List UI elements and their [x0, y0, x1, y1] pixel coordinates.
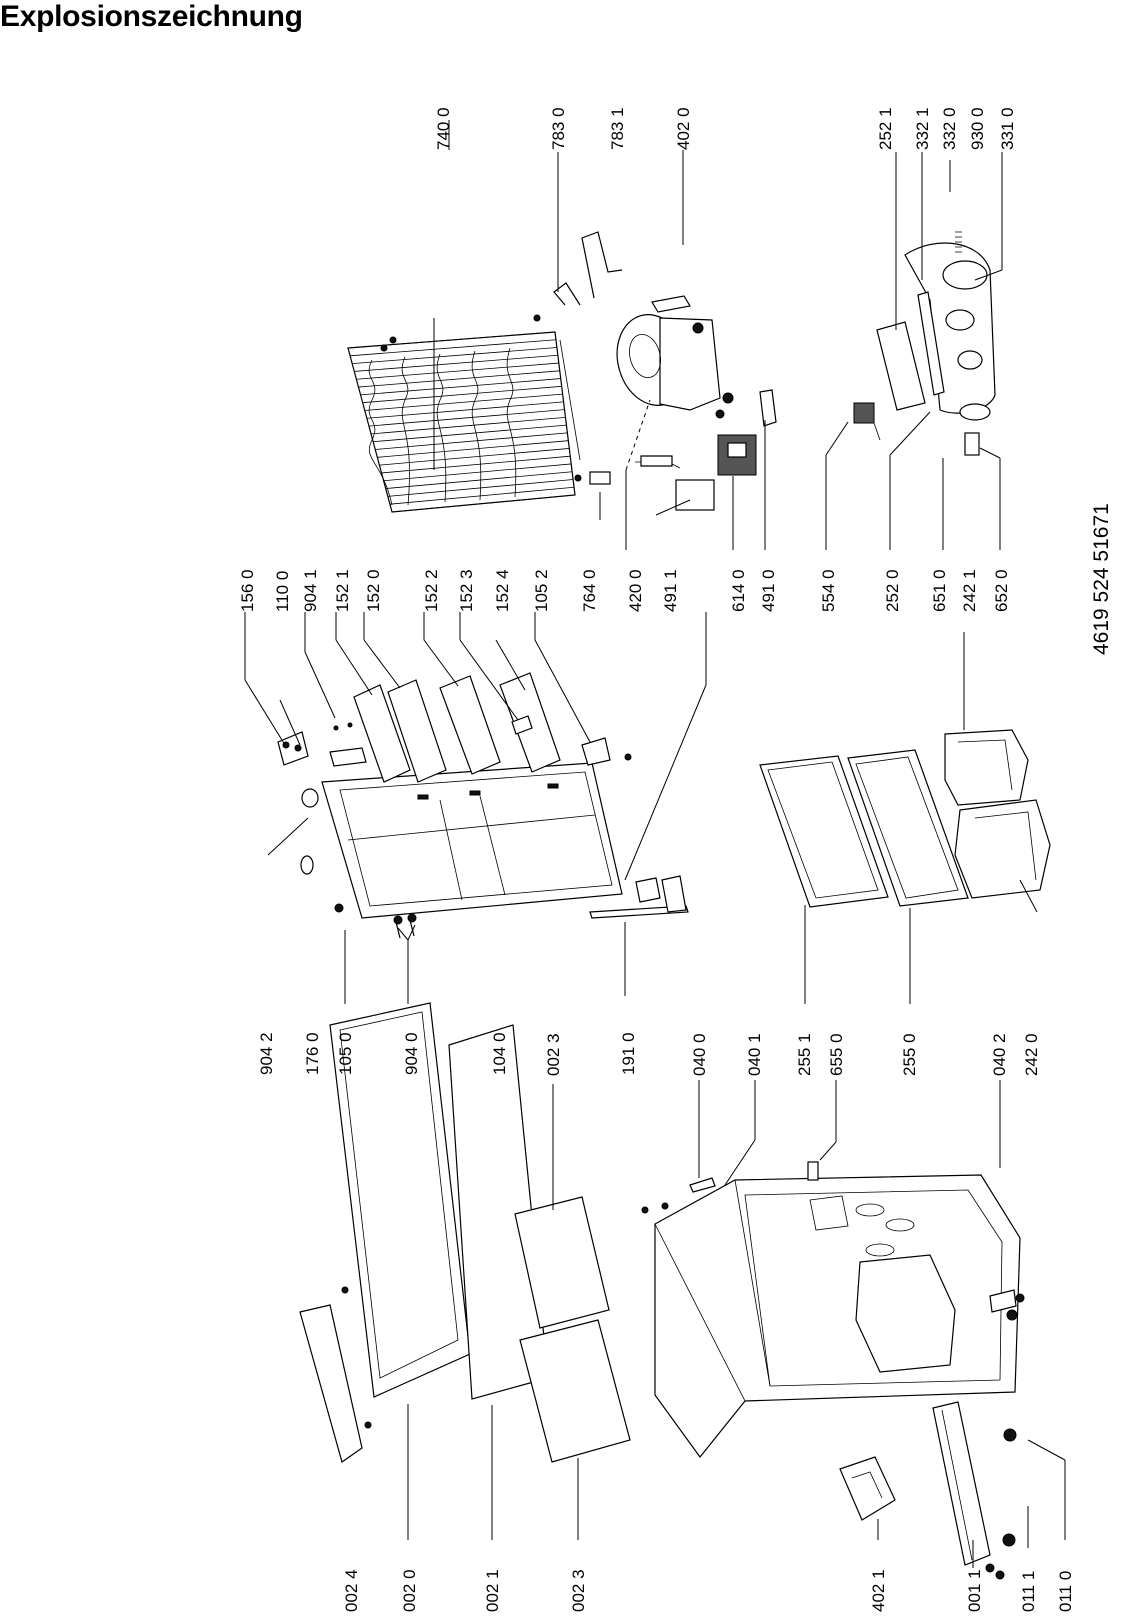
condenser-wire: [379, 448, 570, 466]
label-001-1: 001 1: [965, 1569, 984, 1612]
label-783-1: 783 1: [608, 107, 627, 150]
label-002-0: 002 0: [400, 1569, 419, 1612]
label-152-1: 152 1: [333, 569, 352, 612]
label-105-2: 105 2: [532, 569, 551, 612]
condenser-wire: [366, 401, 564, 419]
label-152-4: 152 4: [493, 569, 512, 612]
condenser-wire: [373, 424, 567, 443]
label-255-0: 255 0: [900, 1033, 919, 1076]
label-402-0: 402 0: [674, 107, 693, 150]
door-panel-part: [321, 762, 623, 939]
door-gasket-part: [589, 875, 689, 919]
condenser-wire: [383, 463, 572, 482]
condenser-wire: [389, 486, 575, 505]
label-904-1: 904 1: [301, 569, 320, 612]
condenser-wire: [385, 471, 573, 489]
pipe-hook-parts: [533, 231, 623, 322]
top-cover-part: [299, 1002, 631, 1463]
label-252-0: 252 0: [883, 569, 902, 612]
label-156-0: 156 0: [238, 569, 257, 612]
label-904-0: 904 0: [402, 1032, 421, 1075]
door-shelves: [277, 672, 632, 875]
label-002-3a: 002 3: [544, 1033, 563, 1076]
label-040-1: 040 1: [745, 1033, 764, 1076]
condenser-wire: [368, 409, 565, 427]
label-764-0: 764 0: [580, 569, 599, 612]
label-402-1: 402 1: [869, 1569, 888, 1612]
starter-relay-part: [635, 389, 777, 511]
label-110-0: 110 0: [273, 571, 292, 612]
condenser-wire: [381, 455, 571, 474]
label-651-0: 651 0: [930, 569, 949, 612]
label-491-0: 491 0: [759, 569, 778, 612]
label-331-0: 331 0: [998, 107, 1017, 150]
label-011-1: 011 1: [1019, 1571, 1038, 1612]
part-labels: 740 0 783 0 783 1 402 0 252 1 332 1 332 …: [238, 107, 1075, 1612]
label-652-0: 652 0: [992, 569, 1011, 612]
label-783-0: 783 0: [549, 107, 568, 150]
label-002-1: 002 1: [483, 1569, 502, 1612]
label-040-0: 040 0: [690, 1033, 709, 1076]
label-002-3b: 002 3: [569, 1569, 588, 1612]
label-332-1: 332 1: [913, 107, 932, 150]
label-011-0: 011 0: [1056, 1571, 1075, 1612]
condenser-wire: [362, 385, 562, 404]
label-332-0: 332 0: [940, 107, 959, 150]
condenser-wire: [375, 432, 568, 450]
label-614-0: 614 0: [729, 569, 748, 612]
label-152-0: 152 0: [364, 569, 383, 612]
label-104-0: 104 0: [490, 1032, 509, 1075]
condenser-wire: [350, 339, 556, 357]
condenser-part: [347, 331, 611, 513]
leader-lines: [244, 120, 1066, 1568]
condenser-wire: [371, 416, 566, 435]
condenser-wire: [360, 378, 561, 396]
label-176-0: 176 0: [303, 1032, 322, 1075]
label-152-3: 152 3: [457, 569, 476, 612]
label-420-0: 420 0: [626, 569, 645, 612]
label-491-1: 491 1: [661, 569, 680, 612]
cabinet-part: [641, 1161, 1025, 1458]
condenser-wire: [364, 393, 563, 411]
label-242-1: 242 1: [960, 569, 979, 612]
label-655-0: 655 0: [827, 1033, 846, 1076]
label-554-0: 554 0: [819, 569, 838, 612]
label-191-0: 191 0: [619, 1032, 638, 1075]
label-242-0: 242 0: [1022, 1033, 1041, 1076]
condenser-wire: [358, 370, 560, 388]
evaporator-fan-unit: [853, 231, 996, 456]
condenser-wire: [391, 494, 576, 513]
compressor-part: [616, 295, 734, 419]
crisper-drawers: [944, 729, 1051, 899]
label-002-4: 002 4: [342, 1569, 361, 1612]
label-105-0: 105 0: [336, 1032, 355, 1075]
label-152-2: 152 2: [422, 569, 441, 612]
glass-shelves: [759, 749, 969, 908]
label-040-2: 040 2: [990, 1033, 1009, 1076]
condenser-wire: [356, 362, 559, 380]
label-904-2: 904 2: [257, 1032, 276, 1075]
condenser-wire: [354, 354, 558, 372]
base-parts: [839, 1401, 1016, 1580]
label-740-0: 740 0: [434, 107, 453, 150]
label-252-1: 252 1: [876, 107, 895, 150]
page-title: Explosionszeichnung: [0, 0, 303, 33]
condenser-wire: [352, 347, 557, 365]
label-255-1: 255 1: [795, 1033, 814, 1076]
label-930-0: 930 0: [968, 107, 987, 150]
